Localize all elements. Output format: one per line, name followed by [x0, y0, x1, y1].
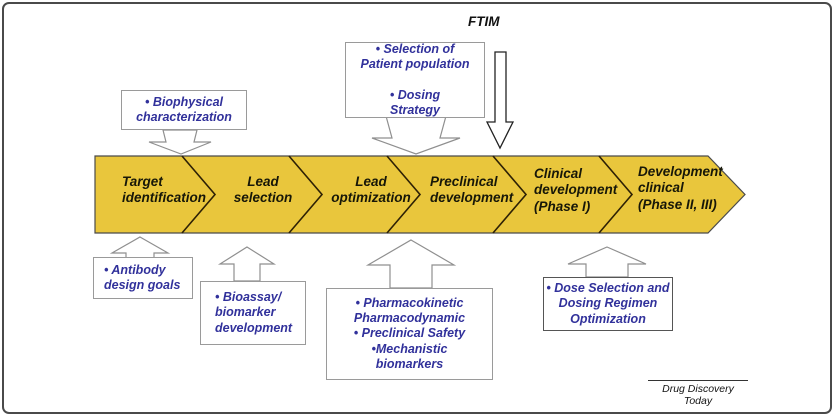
annotation-bioassay-biomarker: • Bioassay/ biomarker development: [200, 281, 306, 345]
annotation-selection-dosing: • Selection of Patient population • Dosi…: [345, 42, 485, 118]
stage-label-preclinical-development: Preclinical development: [430, 174, 514, 206]
stage-label-lead-optimization: Lead optimization: [331, 174, 411, 206]
down-arrow-biophysical: [148, 129, 212, 155]
figure-border: [2, 2, 832, 414]
stage-divider-2: [288, 155, 324, 234]
stage-divider-3: [386, 155, 422, 234]
stage-label-development-clinical: Development clinical (Phase II, III): [638, 164, 723, 212]
annotation-dose-selection: • Dose Selection and Dosing Regimen Opti…: [543, 277, 673, 331]
stage-label-target-identification: Target identification: [122, 174, 206, 206]
annotation-biophysical-characterization: • Biophysical characterization: [121, 90, 247, 130]
journal-credit: Drug Discovery Today: [648, 380, 748, 407]
up-arrow-bioassay: [217, 246, 277, 282]
stage-label-lead-selection: Lead selection: [233, 174, 293, 206]
annotation-pk-pd-safety-biomarkers: • Pharmacokinetic Pharmacodynamic • Prec…: [326, 288, 493, 380]
stage-divider-5: [598, 155, 634, 234]
up-arrow-antibody: [109, 236, 171, 259]
ftim-label: FTIM: [468, 14, 500, 29]
up-arrow-pharmacokinetic: [365, 239, 457, 289]
stage-divider-4: [492, 155, 528, 234]
stage-label-clinical-development: Clinical development (Phase I): [534, 166, 618, 214]
stage-divider-1: [181, 155, 217, 234]
up-arrow-dose: [567, 246, 647, 278]
ftim-arrow: [485, 51, 515, 150]
down-arrow-selection: [371, 115, 461, 155]
annotation-antibody-design-goals: • Antibody design goals: [93, 257, 193, 299]
